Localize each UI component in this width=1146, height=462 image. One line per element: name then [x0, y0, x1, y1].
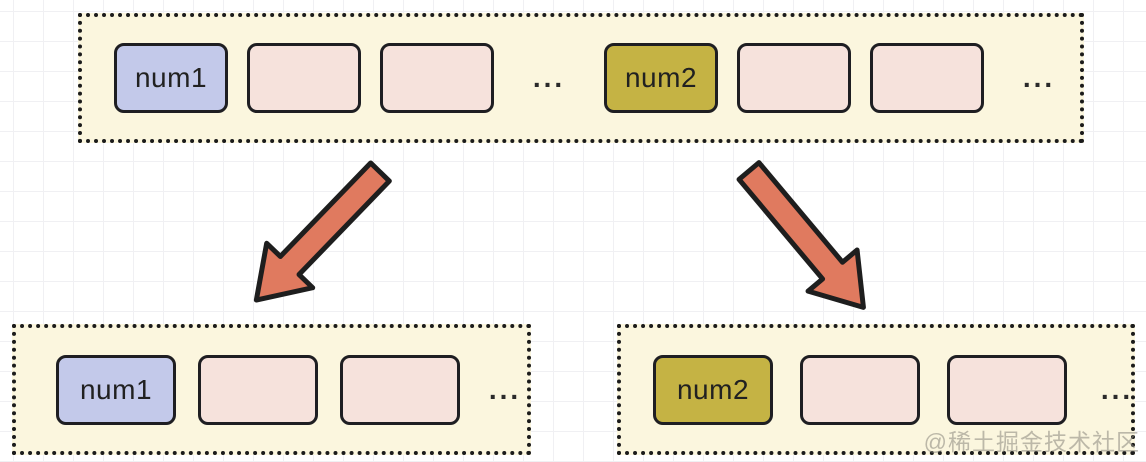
ellipsis: ... — [488, 373, 522, 405]
cell-num1: num1 — [114, 43, 228, 113]
cell-empty — [870, 43, 984, 113]
original-array-container: num1 ... num2 ... — [78, 13, 1084, 143]
cell-empty — [800, 354, 920, 425]
cell-empty — [947, 354, 1067, 425]
arrow-down-left-icon — [253, 160, 392, 303]
cell-empty — [737, 43, 851, 113]
cell-num2-label: num2 — [624, 62, 698, 93]
num1-array-container: num1 ... — [12, 324, 531, 455]
cell-num1-label: num1 — [134, 62, 208, 93]
cell-empty — [340, 354, 460, 425]
cell-num2: num2 — [604, 43, 718, 113]
cell-num2: num2 — [653, 354, 773, 425]
ellipsis: ... — [1100, 373, 1134, 405]
cell-empty — [247, 43, 361, 113]
cell-empty — [198, 354, 318, 425]
ellipsis: ... — [1022, 62, 1056, 93]
cell-num2-label: num2 — [676, 373, 750, 405]
cell-num1-label: num1 — [79, 373, 153, 405]
watermark: @稀土掘金技术社区 — [923, 429, 1140, 455]
cell-empty — [380, 43, 494, 113]
num2-array-container: num2 ... — [617, 324, 1135, 455]
ellipsis: ... — [532, 62, 566, 93]
cell-num1: num1 — [56, 354, 176, 425]
arrow-down-right-icon — [736, 160, 866, 310]
